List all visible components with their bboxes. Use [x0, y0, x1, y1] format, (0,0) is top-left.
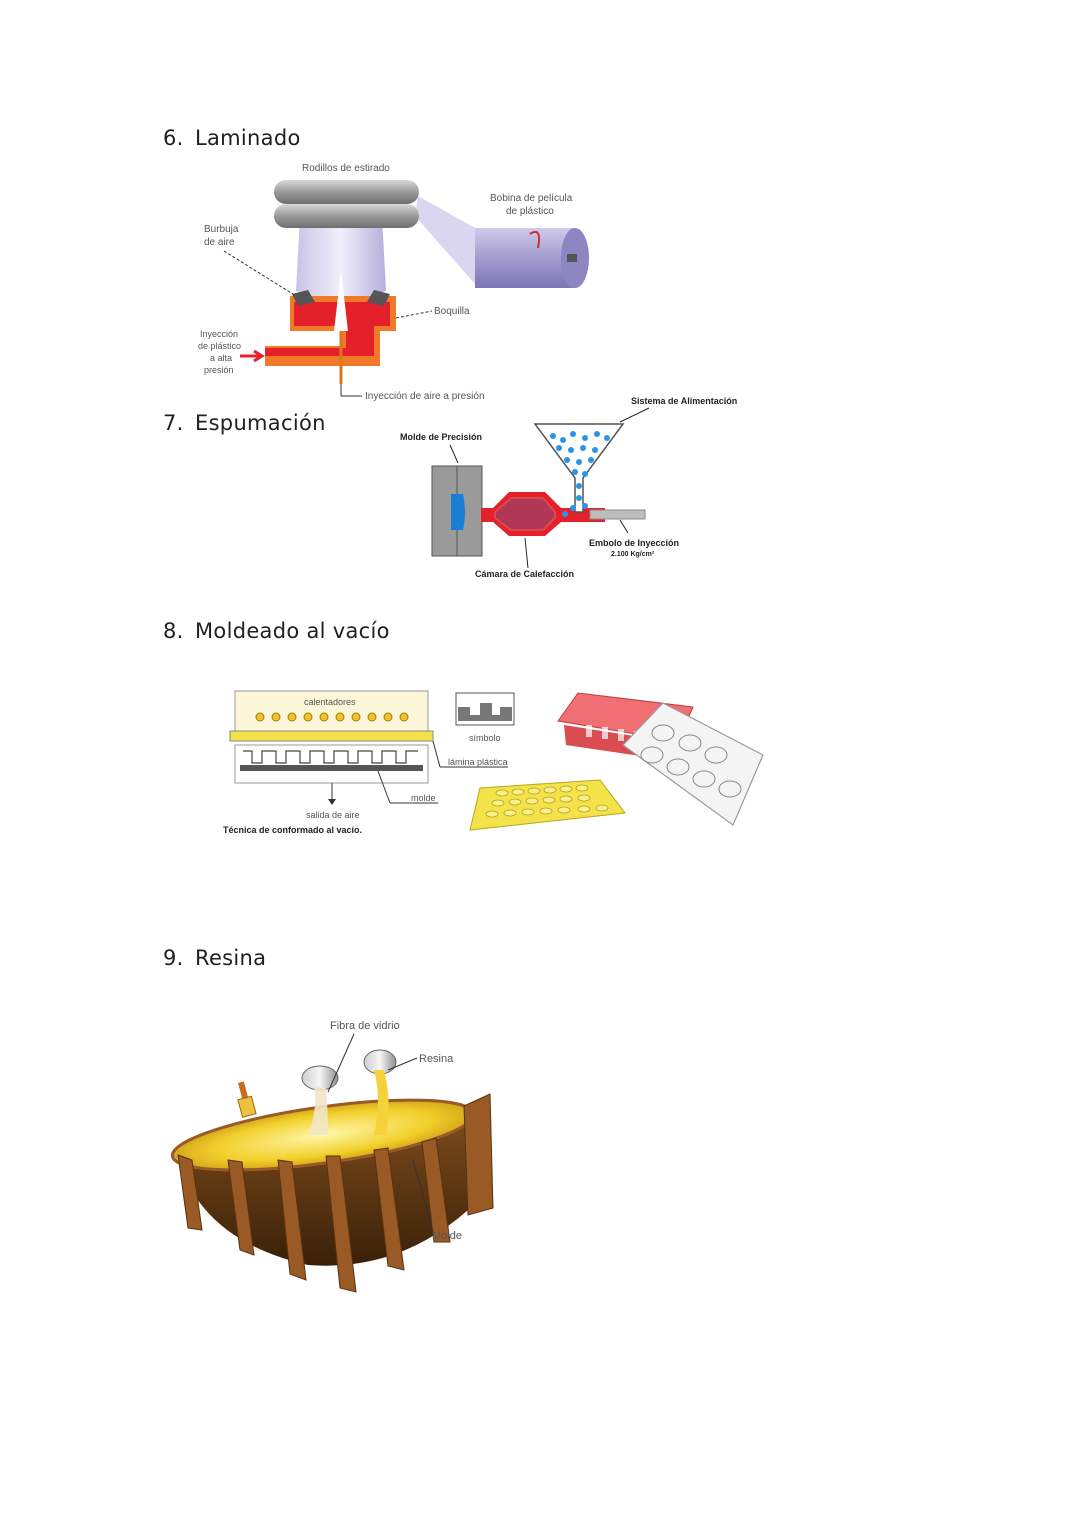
air-jet	[334, 271, 348, 331]
resin-stream	[374, 1070, 389, 1135]
pointer-boquilla	[395, 310, 433, 319]
section-heading-laminado: 6. Laminado	[163, 126, 301, 150]
label-molde-precision: Molde de Precisión	[400, 432, 482, 442]
section-number: 7.	[163, 411, 184, 435]
heating-chamber-inner	[494, 497, 556, 531]
label-burbuja-1: Burbuja	[204, 224, 239, 235]
pointer-camara	[524, 537, 529, 569]
moldeado-vacio-diagram: calentadores salida de aire Técnica de c…	[223, 690, 764, 835]
die-lip-right	[367, 290, 390, 306]
label-burbuja-2: de aire	[204, 237, 235, 248]
section-title: Espumación	[195, 411, 326, 435]
plastic-sheet-yellow	[229, 730, 434, 742]
white-egg-tray	[622, 702, 764, 826]
symbol-icon	[458, 703, 512, 721]
pointer-resina	[387, 1057, 418, 1071]
espumacion-diagram: Sistema de Alimentación Molde de Precisi…	[400, 396, 737, 579]
heating-chamber	[481, 492, 605, 536]
heater-box	[234, 690, 429, 732]
section-title: Moldeado al vacío	[195, 619, 390, 643]
mold-base	[240, 765, 423, 771]
section-heading-resina: 9. Resina	[163, 946, 266, 970]
section-number: 6.	[163, 126, 184, 150]
label-sistema: Sistema de Alimentación	[631, 396, 737, 406]
pointer-embolo	[619, 519, 629, 534]
pointer-burbuja	[223, 250, 297, 297]
reel-axle	[567, 254, 577, 262]
label-salida: salida de aire	[306, 810, 360, 820]
die-lip-left	[292, 290, 315, 306]
heater-elements	[255, 712, 409, 722]
injection-arrow-icon	[240, 349, 265, 363]
label-boquilla: Boquilla	[434, 306, 470, 317]
label-simbolo: símbolo	[469, 733, 501, 743]
label-iny-2: de plástico	[198, 341, 241, 351]
pointer-lamina-v	[432, 740, 441, 768]
section-number: 9.	[163, 946, 184, 970]
mold-cavity	[451, 494, 465, 530]
label-tecnica: Técnica de conformado al vacío.	[223, 825, 362, 835]
brush-icon	[237, 1081, 257, 1118]
roller-bottom	[274, 204, 419, 228]
fiber-pail	[301, 1065, 339, 1091]
laminado-diagram: Rodillos de estirado Bobina de película …	[198, 163, 589, 402]
yellow-tray	[469, 779, 626, 831]
formed-sheet	[243, 750, 418, 764]
label-lamina: lámina plástica	[448, 757, 508, 767]
pointer-molde-v	[377, 770, 391, 804]
plastic-bubble	[296, 216, 386, 298]
label-iny-4: presión	[204, 365, 234, 375]
label-aire: Inyección de aire a presión	[365, 391, 485, 402]
yellow-tray-cells	[485, 784, 609, 818]
label-resina: Resina	[419, 1053, 454, 1065]
pointer-sistema	[619, 407, 650, 423]
label-molde-resina: Molde	[432, 1230, 462, 1242]
label-bobina-1: Bobina de película	[490, 193, 573, 204]
egg-tray-cups	[640, 724, 742, 798]
section-number: 8.	[163, 619, 184, 643]
mold-frames	[177, 1093, 494, 1293]
label-embolo-2: 2.100 Kg/cm²	[611, 551, 655, 558]
plastic-sheet	[415, 196, 475, 284]
injection-plunger	[589, 509, 646, 520]
molten-plastic	[265, 302, 390, 356]
section-title: Resina	[195, 946, 267, 970]
label-calentadores: calentadores	[304, 697, 356, 707]
label-fibra: Fibra de vidrio	[330, 1020, 400, 1032]
label-bobina-2: de plástico	[506, 206, 554, 217]
label-rodillos: Rodillos de estirado	[302, 163, 390, 174]
section-heading-espumacion: 7. Espumación	[163, 411, 326, 435]
resina-diagram: Fibra de vidrio Resina Molde	[170, 1020, 494, 1293]
fiber-stream	[308, 1086, 328, 1135]
roller-top	[274, 180, 419, 204]
pointer-molde-resina	[412, 1159, 433, 1229]
rotation-arrow-icon	[529, 230, 540, 249]
label-embolo-1: Embolo de Inyección	[589, 538, 679, 548]
label-molde: molde	[411, 793, 436, 803]
label-camara: Cámara de Calefacción	[475, 569, 574, 579]
label-iny-1: Inyección	[200, 329, 238, 339]
pointer-molde	[449, 444, 459, 464]
film-reel	[475, 228, 575, 288]
arrow-down-icon	[328, 799, 336, 805]
section-heading-moldeado: 8. Moldeado al vacío	[163, 619, 390, 643]
plastic-pellets	[550, 431, 610, 517]
section-title: Laminado	[195, 126, 301, 150]
pointer-fibra	[327, 1033, 355, 1093]
label-iny-3: a alta	[210, 353, 232, 363]
